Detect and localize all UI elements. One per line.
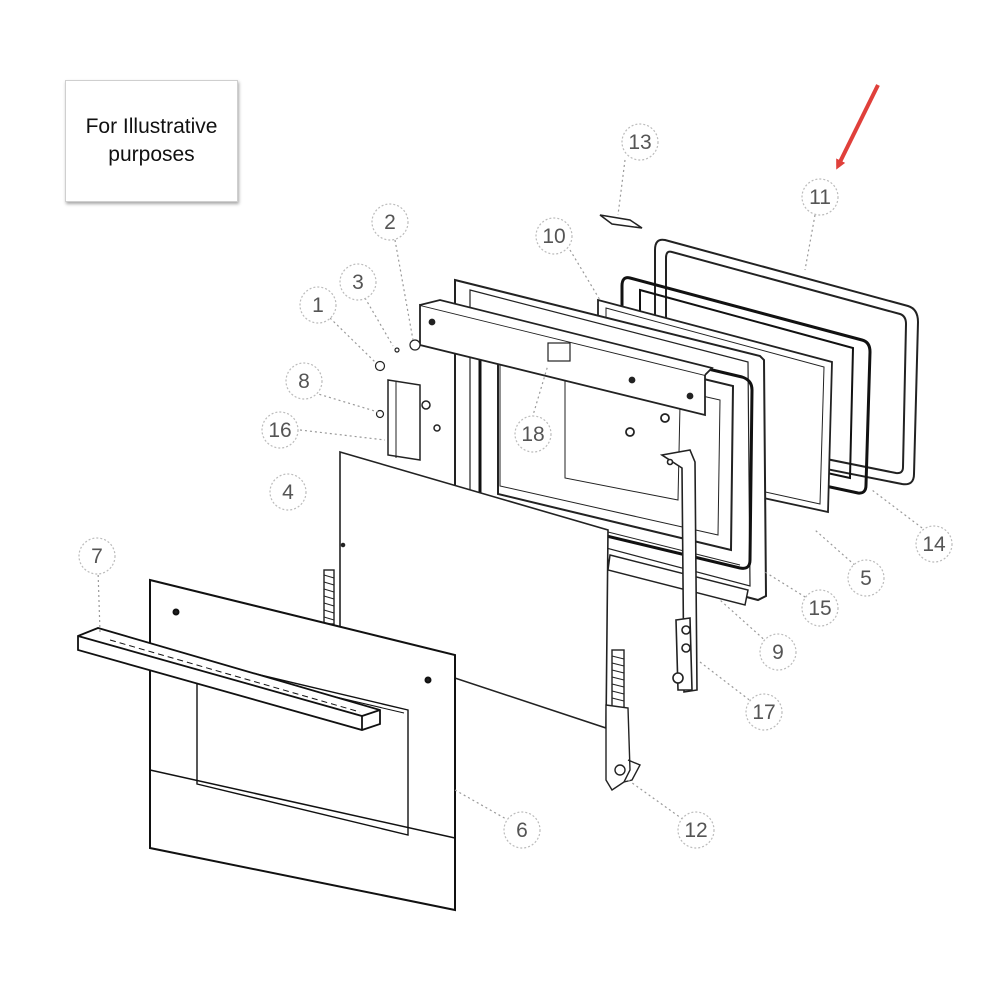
part-10-top-plate	[419, 299, 714, 437]
callout-5: 5	[860, 567, 872, 590]
note-line-2: purposes	[108, 143, 195, 166]
callout-6: 6	[516, 819, 528, 842]
note-line-1: For Illustrative	[85, 115, 218, 138]
callout-13: 13	[628, 131, 651, 154]
callout-labels: 1 2 3 4 5 6 7 8 9 10 11 12 13 14 15 16 1…	[91, 131, 946, 842]
callout-1: 1	[312, 294, 324, 317]
illustrative-note: For Illustrative purposes	[65, 80, 238, 202]
callout-circles	[78, 123, 953, 849]
part-6-outer-door-panel	[149, 578, 456, 912]
callout-16: 16	[268, 419, 291, 442]
part-13-clip	[599, 214, 643, 229]
callout-3: 3	[352, 271, 364, 294]
callout-9: 9	[772, 641, 784, 664]
callout-4: 4	[282, 481, 294, 504]
highlight-arrow	[836, 84, 880, 170]
part-12-hinge-springs	[323, 569, 641, 791]
callout-14: 14	[922, 533, 946, 556]
part-16-left-bracket	[387, 379, 441, 461]
part-17-hinge-bracket	[659, 449, 698, 693]
part-7-door-handle	[77, 627, 381, 731]
callout-15: 15	[808, 597, 831, 620]
callout-12: 12	[684, 819, 707, 842]
callout-2: 2	[384, 211, 396, 234]
fasteners	[374, 339, 421, 419]
callout-18: 18	[521, 423, 544, 446]
callout-17: 17	[752, 701, 775, 724]
callout-11: 11	[809, 186, 831, 209]
callout-7: 7	[91, 545, 103, 568]
callout-8: 8	[298, 370, 310, 393]
part-11-gasket-frame	[654, 238, 920, 486]
callout-10: 10	[542, 225, 565, 248]
